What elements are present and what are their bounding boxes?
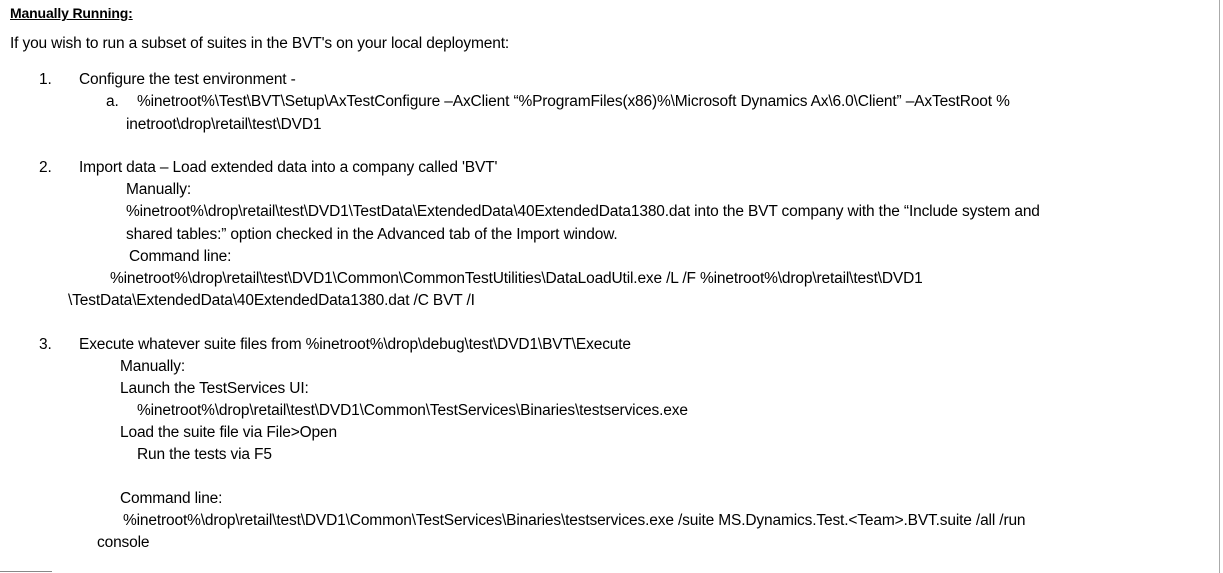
step-line: %inetroot%\drop\retail\test\DVD1\Common\…	[110, 270, 923, 287]
step-line: Manually:	[120, 358, 185, 375]
step-number: 1.	[39, 71, 52, 88]
step-number: 3.	[39, 336, 52, 353]
step-heading: Execute whatever suite files from %inetr…	[79, 336, 631, 353]
step-line: inetroot\drop\retail\test\DVD1	[126, 116, 322, 133]
step-line: shared tables:” option checked in the Ad…	[126, 226, 618, 243]
step-line: %inetroot%\drop\retail\test\DVD1\Common\…	[137, 402, 688, 419]
step-heading: Import data – Load extended data into a …	[79, 159, 498, 176]
section-title: Manually Running:	[10, 5, 133, 21]
step-line: Command line:	[129, 248, 232, 265]
step-line: %inetroot%\drop\retail\test\DVD1\TestDat…	[126, 203, 1040, 220]
footnote-divider	[0, 571, 52, 572]
step-line: Command line:	[120, 490, 223, 507]
step-line: %inetroot%\Test\BVT\Setup\AxTestConfigur…	[137, 93, 1010, 110]
step-heading: Configure the test environment -	[79, 71, 296, 88]
step-line: Load the suite file via File>Open	[120, 424, 337, 441]
intro-text: If you wish to run a subset of suites in…	[10, 35, 510, 52]
step-number: 2.	[39, 159, 52, 176]
step-line: %inetroot%\drop\retail\test\DVD1\Common\…	[123, 512, 1026, 529]
step-line: Run the tests via F5	[137, 446, 272, 463]
step-line: console	[97, 534, 150, 551]
sub-marker: a.	[106, 93, 119, 110]
step-line: Manually:	[126, 181, 191, 198]
step-line: \TestData\ExtendedData\40ExtendedData138…	[68, 292, 475, 309]
step-line: Launch the TestServices UI:	[120, 380, 309, 397]
page-edge-divider	[1219, 0, 1220, 573]
